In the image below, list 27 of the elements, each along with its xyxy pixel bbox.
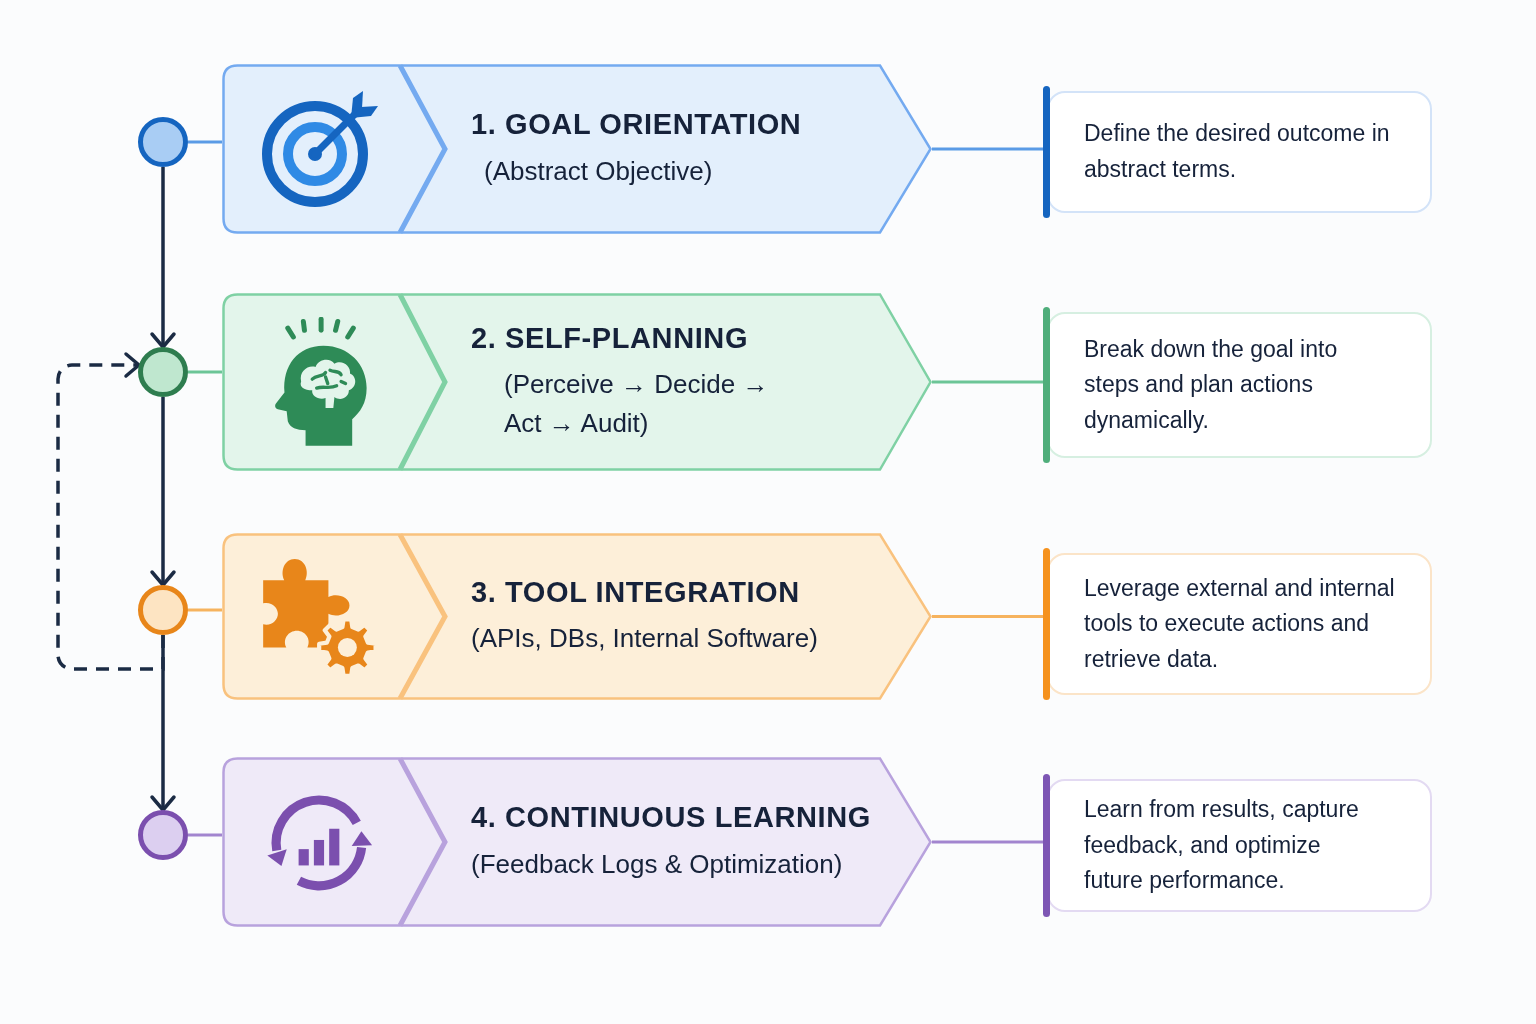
step-circle <box>138 117 188 167</box>
connector-line <box>188 370 222 374</box>
feedback-loop-arrow <box>56 352 165 671</box>
step-title: 2. SELF-PLANNING <box>471 320 749 356</box>
step-title: 4. CONTINUOUS LEARNING <box>471 800 871 835</box>
flow-arrow <box>150 167 176 349</box>
step-circle <box>138 347 188 397</box>
step-subtitle: (Feedback Logs & Optimization) <box>471 847 843 881</box>
step-subtitle: (APIs, DBs, Internal Software) <box>471 622 818 656</box>
step-circle <box>138 585 188 635</box>
step-banner <box>222 293 932 471</box>
step-banner <box>222 757 932 927</box>
step-banner <box>222 533 932 700</box>
step-title: 3. TOOL INTEGRATION <box>471 574 800 610</box>
description-text: Learn from results, capture feedback, and optimize future performance. <box>1084 795 1360 896</box>
step-subtitle: (Abstract Objective) <box>484 154 713 188</box>
step-circle <box>138 810 188 860</box>
step-subtitle: (Perceive → Decide → Act → Audit) <box>504 368 770 441</box>
connector-line <box>188 140 222 144</box>
description-text: Leverage external and internal tools to execute actions and retrieve data. <box>1084 573 1396 674</box>
step-title: 1. GOAL ORIENTATION <box>471 107 802 142</box>
description-text: Define the desired outcome in abstract terms. <box>1084 119 1391 184</box>
connector-line <box>188 833 222 837</box>
description-text: Break down the goal into steps and plan actions dynamically. <box>1084 334 1339 435</box>
flow-arrow <box>150 397 176 587</box>
connector-line <box>188 608 222 612</box>
step-banner <box>222 64 932 234</box>
